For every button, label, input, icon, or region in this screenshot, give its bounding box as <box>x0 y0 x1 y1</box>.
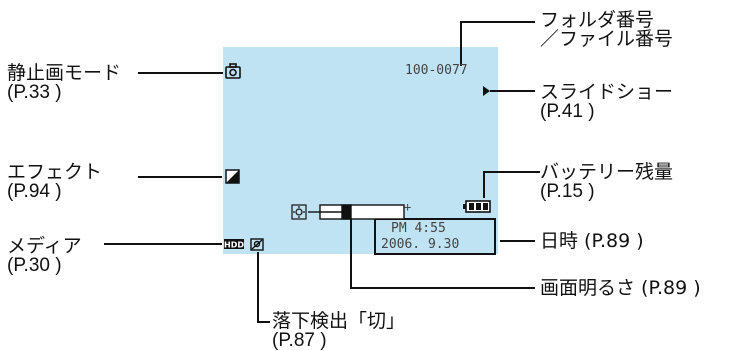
drop-detect-leader <box>257 252 270 323</box>
drop-detect-label: 落下検出「切」(P.87 ) <box>272 310 406 351</box>
time-readout: PM 4:55 <box>391 221 446 236</box>
folder-file-label: フォルダ番号／ファイル番号 <box>540 9 674 50</box>
svg-text:HDD: HDD <box>224 241 244 250</box>
folder-file-number: 100-0077 <box>405 63 468 78</box>
drop-detect-off-icon <box>250 238 264 251</box>
brightness-bar <box>308 204 405 220</box>
datetime-frame <box>374 218 496 255</box>
battery-label: バッテリー残量(P.15 ) <box>540 161 674 202</box>
camera-icon <box>225 63 241 79</box>
play-triangle-icon <box>483 86 490 96</box>
datetime-label: 日時 (P.89 ) <box>540 230 644 252</box>
slideshow-label: スライドショー(P.41 ) <box>540 81 674 122</box>
still-mode-label: 静止画モード(P.33 ) <box>7 62 122 103</box>
brightness-leader <box>350 216 535 289</box>
folder-leader <box>460 21 535 66</box>
battery-leader <box>483 171 540 198</box>
effect-label: エフェクト(P.94 ) <box>7 161 103 202</box>
brightness-plus: + <box>404 200 412 214</box>
brightness-label: 画面明るさ (P.89 ) <box>540 277 701 299</box>
hdd-icon: HDD <box>224 239 244 250</box>
media-label: メディア(P.30 ) <box>7 235 82 276</box>
effect-icon <box>225 169 240 184</box>
brightness-sun-icon <box>291 204 307 220</box>
battery-icon <box>463 200 491 213</box>
date-readout: 2006. 9.30 <box>381 237 460 252</box>
